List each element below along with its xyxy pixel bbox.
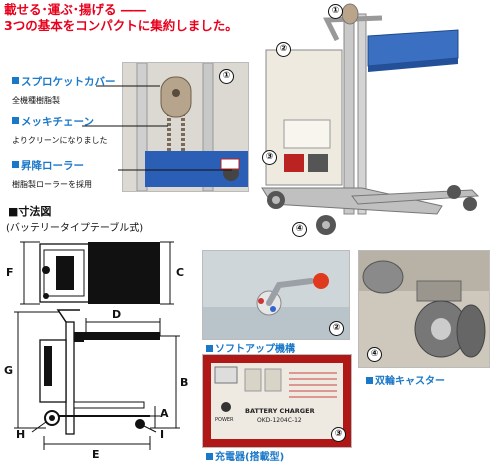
- marker-3-main: ③: [262, 150, 277, 165]
- dim-label-h: H: [16, 428, 26, 441]
- dimensions-subtitle: (バッテリータイプテーブル式): [6, 223, 144, 234]
- charger-model: OKD-1204C-12: [257, 417, 302, 424]
- dim-label-c: C: [176, 266, 185, 279]
- charger-photo: BATTERY CHARGER OKD-1204C-12 POWER ③: [202, 354, 352, 448]
- feature-title-sprocket: スプロケットカバー: [12, 74, 116, 89]
- headline-line1: 載せる･運ぶ･揚げる ――: [4, 2, 146, 17]
- feature-desc-sprocket: 全機種樹脂製: [12, 96, 60, 105]
- headline-line2: 3つの基本をコンパクトに集約しました。: [4, 18, 238, 33]
- dim-label-d: D: [112, 308, 122, 321]
- charger-brand: BATTERY CHARGER: [245, 407, 315, 415]
- charger-power-label: POWER: [215, 417, 234, 423]
- feature-title-chain: メッキチェーン: [12, 114, 107, 129]
- dimension-diagram: F C D G B A H I E: [0, 236, 195, 463]
- feature-desc-chain: よりクリーンになりました: [12, 136, 108, 145]
- marker-3-charger: ③: [331, 427, 346, 442]
- charger-panel: BATTERY CHARGER OKD-1204C-12 POWER: [211, 363, 343, 439]
- headline: 載せる･運ぶ･揚げる ―― 3つの基本をコンパクトに集約しました。: [4, 2, 238, 34]
- dim-label-b: B: [180, 376, 189, 389]
- feature-plated-chain: メッキチェーン よりクリーンになりました: [12, 114, 107, 146]
- lifter-main-illustration: ① ② ③ ④: [232, 0, 490, 250]
- caption-softup: ソフトアップ機構: [206, 340, 295, 355]
- caster-photo: ④: [358, 250, 490, 368]
- marker-4-main: ④: [292, 222, 307, 237]
- caption-charger: 充電器(搭載型): [206, 448, 284, 463]
- marker-2-softup: ②: [329, 321, 344, 336]
- feature-lift-roller: 昇降ローラー 樹脂製ローラーを採用: [12, 158, 92, 190]
- softup-drawing: [203, 251, 349, 339]
- marker-1-main: ①: [328, 4, 343, 19]
- dim-label-f: F: [6, 266, 14, 279]
- feature-desc-roller: 樹脂製ローラーを採用: [12, 180, 92, 189]
- marker-2-main: ②: [276, 42, 291, 57]
- dim-label-a: A: [160, 407, 169, 420]
- dim-label-i: I: [160, 428, 165, 441]
- dim-label-g: G: [4, 364, 14, 377]
- lifter-drawing: [261, 3, 480, 235]
- caption-caster: 双輪キャスター: [366, 372, 445, 387]
- dimensions-title: ■寸法図: [8, 205, 52, 218]
- charger-panel-drawing: [214, 366, 337, 412]
- feature-sprocket-cover: スプロケットカバー 全機種樹脂製: [12, 74, 116, 106]
- feature-title-roller: 昇降ローラー: [12, 158, 92, 173]
- softup-photo: ②: [202, 250, 350, 340]
- marker-4-caster: ④: [367, 347, 382, 362]
- feature-leader-lines: [82, 85, 232, 171]
- dimension-drawing: [14, 241, 180, 450]
- dim-label-e: E: [92, 448, 100, 461]
- caster-drawing: [359, 251, 489, 367]
- marker-1-detail: ①: [219, 69, 234, 84]
